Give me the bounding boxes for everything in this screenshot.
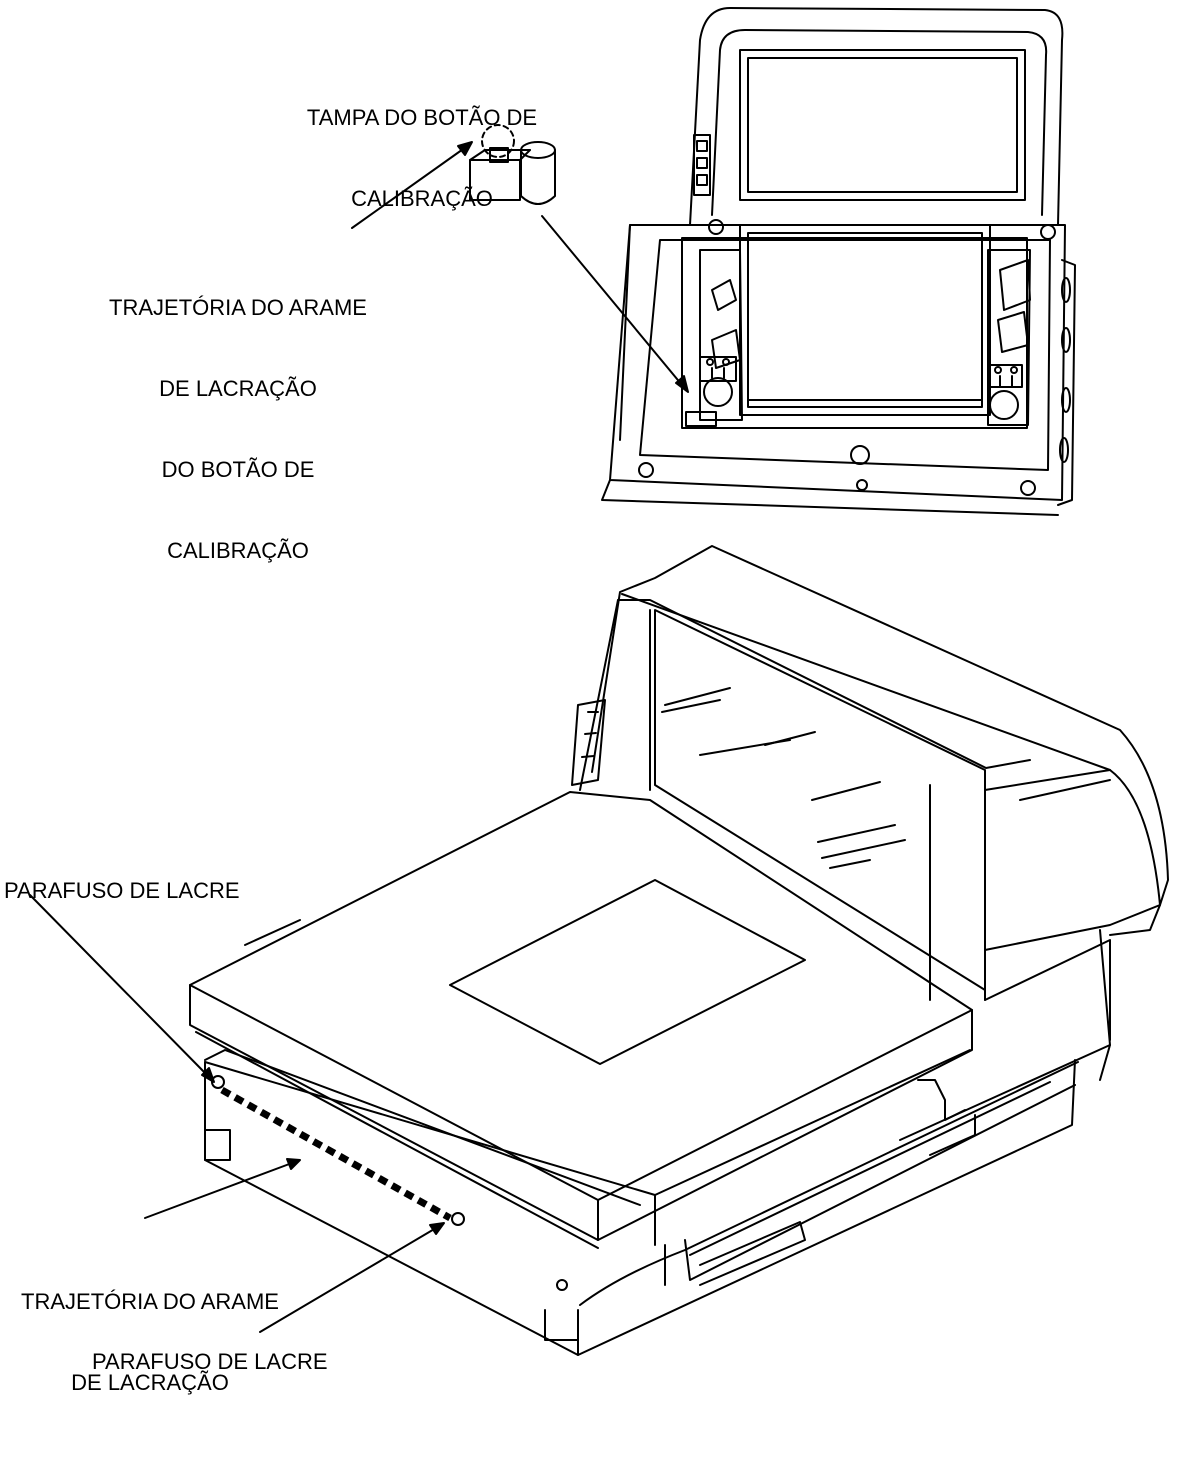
arrows-bottom bbox=[29, 894, 445, 1333]
label-calibration-wire-path: TRAJETÓRIA DO ARAME DE LACRAÇÃO DO BOTÃO… bbox=[78, 240, 398, 618]
label-traj-bottom-line-1: TRAJETÓRIA DO ARAME bbox=[21, 1289, 279, 1314]
label-seal-screw-upper: PARAFUSO DE LACRE bbox=[4, 878, 240, 903]
scanner-perspective-view bbox=[189, 545, 1169, 1356]
label-traj-top-line-3: DO BOTÃO DE bbox=[161, 457, 315, 482]
label-tampa-line-1: TAMPA DO BOTÃO DE bbox=[306, 105, 538, 130]
label-traj-top-line-4: CALIBRAÇÃO bbox=[167, 538, 309, 563]
scanner-top-view bbox=[601, 7, 1076, 516]
arrows-top bbox=[351, 141, 689, 393]
label-tampa-line-2: CALIBRAÇÃO bbox=[351, 186, 493, 211]
label-traj-top-line-1: TRAJETÓRIA DO ARAME bbox=[109, 295, 367, 320]
label-traj-top-line-2: DE LACRAÇÃO bbox=[159, 376, 317, 401]
label-seal-screw-lower: PARAFUSO DE LACRE bbox=[92, 1349, 328, 1374]
label-calibration-button-cover: TAMPA DO BOTÃO DE CALIBRAÇÃO bbox=[272, 50, 572, 266]
label-traj-bottom-line-2: DE LACRAÇÃO bbox=[71, 1370, 229, 1395]
label-seal-wire-path: TRAJETÓRIA DO ARAME DE LACRAÇÃO bbox=[0, 1234, 300, 1450]
calibration-button-detail bbox=[469, 124, 556, 205]
